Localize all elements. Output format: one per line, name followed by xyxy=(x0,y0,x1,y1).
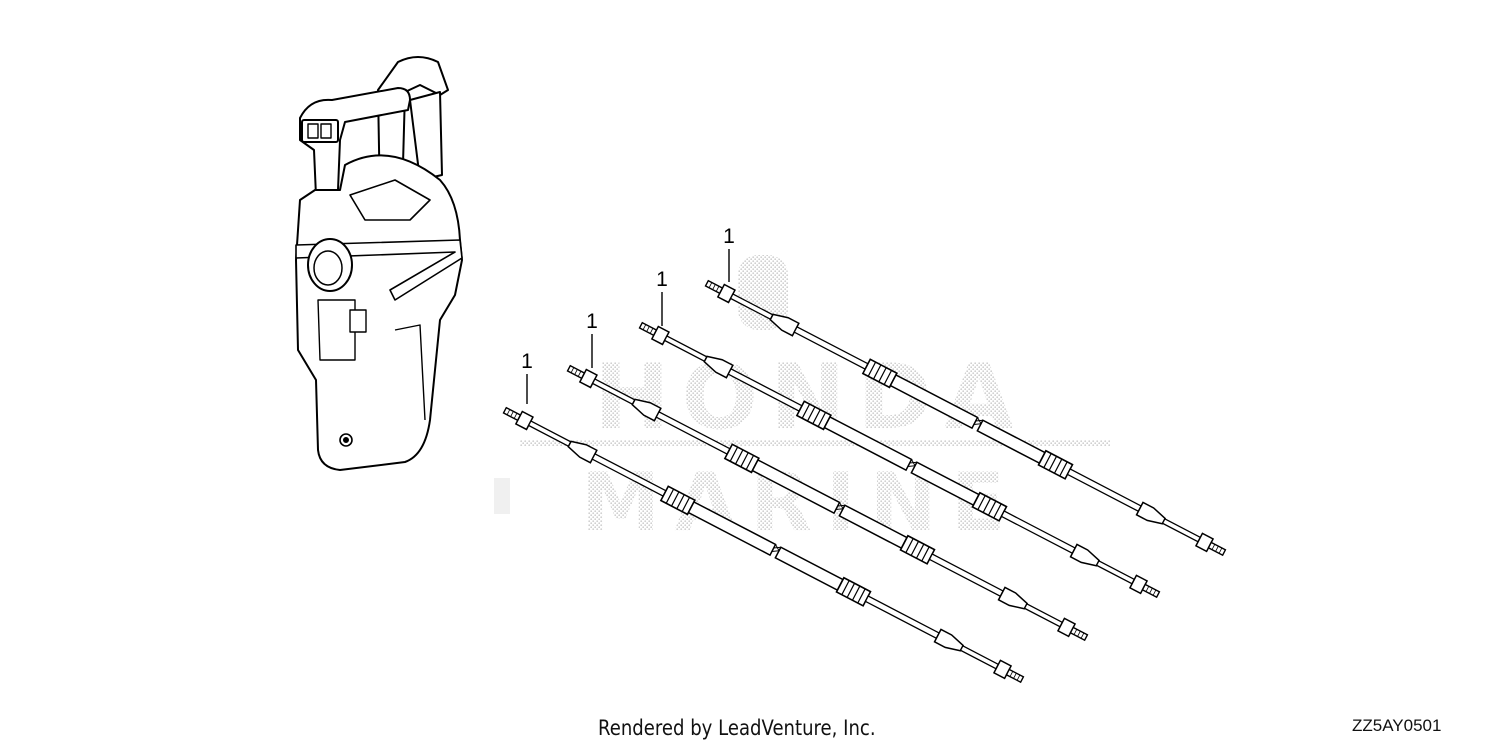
callout-label: 1 xyxy=(723,225,735,248)
callout-label: 1 xyxy=(586,310,598,333)
callout-2: 1 xyxy=(586,310,598,368)
remote-control-box-icon xyxy=(295,56,463,471)
svg-text:HONDA: HONDA xyxy=(594,345,1026,450)
callout-4: 1 xyxy=(723,225,735,282)
honda-marine-watermark: HONDA MARINE xyxy=(494,255,1110,549)
callout-label: 1 xyxy=(521,350,533,373)
svg-text:MARINE: MARINE xyxy=(581,456,1020,549)
callout-3: 1 xyxy=(656,268,668,326)
callout-label: 1 xyxy=(656,268,668,291)
diagram-part-code: ZZ5AY0501 xyxy=(1352,716,1442,735)
callout-1: 1 xyxy=(521,350,533,404)
render-credit: Rendered by LeadVenture, Inc. xyxy=(598,716,876,740)
